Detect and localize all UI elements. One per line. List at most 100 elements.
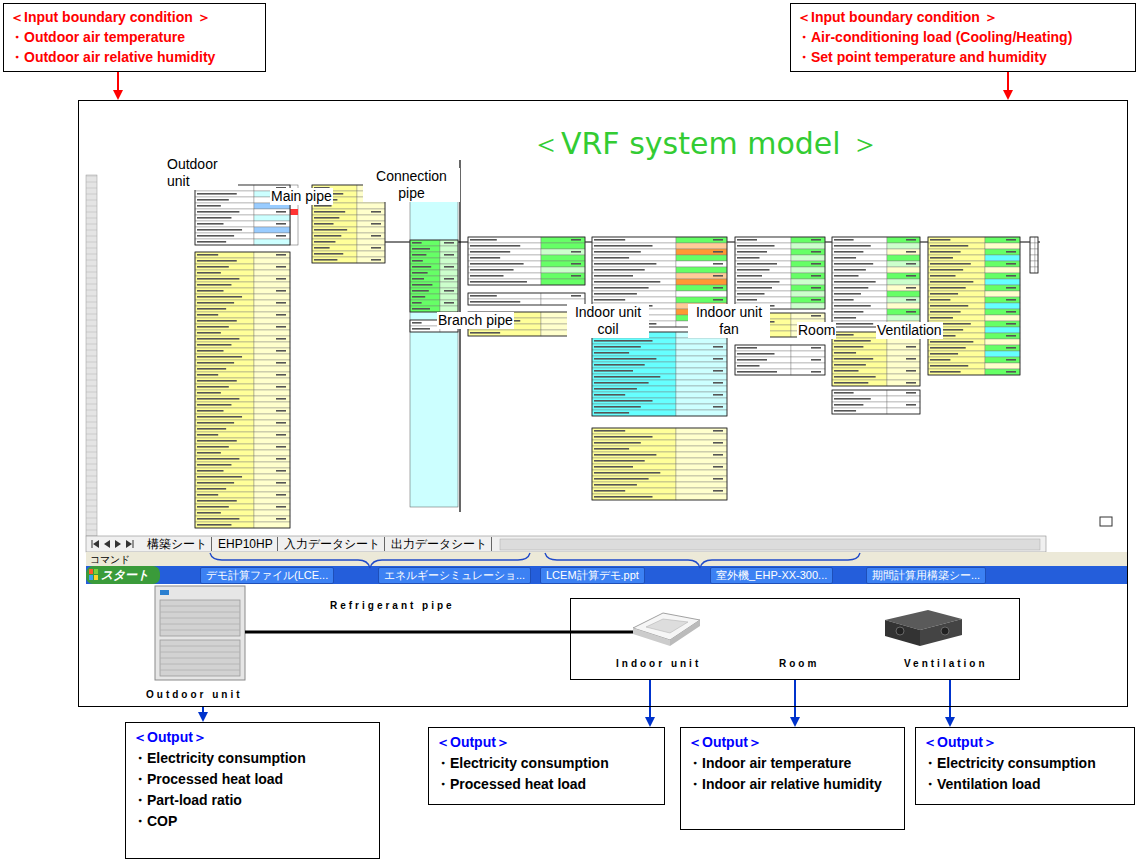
sheet-cell (928, 285, 985, 291)
sheet-cell (676, 261, 727, 267)
sheet-cell (312, 257, 357, 263)
sheet-cell-text (834, 275, 859, 277)
sheet-cell (735, 243, 791, 249)
input-condition-box: ＜Input boundary condition ＞・Outdoor air … (3, 3, 266, 72)
sheet-cell (887, 297, 920, 303)
row-header-tick (86, 194, 97, 195)
sheet-cell (1035, 243, 1038, 249)
sheet-cell-text (737, 353, 775, 355)
sheet-cell (254, 522, 290, 528)
sheet-cell-text (811, 347, 821, 349)
sheet-cell-text (594, 400, 653, 402)
sheet-cell-text (834, 293, 861, 295)
sheet-cell (195, 510, 254, 516)
sheet-table-border (592, 428, 727, 500)
sheet-cell-text (1006, 263, 1016, 265)
sheet-cell (195, 462, 254, 468)
sheet-cell (928, 369, 985, 375)
sheet-cell (887, 249, 920, 255)
sheet-cell (887, 396, 920, 402)
row-header-tick (86, 434, 97, 435)
sheet-cell-text (412, 296, 425, 298)
sheet-cell (541, 237, 585, 243)
sheet-cell-text (444, 278, 454, 280)
sheet-cell (928, 351, 985, 357)
sheet-cell-text (906, 275, 916, 277)
sheet-cell (592, 237, 676, 243)
refrigerant-pipe (245, 631, 634, 634)
sheet-cell-text (594, 364, 645, 366)
row-header-tick (86, 362, 97, 363)
sheet-cell-text (444, 242, 454, 244)
sheet-cell (592, 338, 676, 344)
sheet-cell (254, 516, 290, 522)
row-header-tick (86, 266, 97, 267)
sheet-part-label: Indoor unit fan (688, 304, 770, 338)
sheet-cell-text (197, 518, 239, 520)
sheet-cell (195, 504, 254, 510)
sheet-cell-text (276, 422, 286, 424)
sheet-cell (254, 420, 290, 426)
sheet-cell (592, 488, 676, 494)
sheet-cell (195, 342, 254, 348)
sheet-cell-text (713, 358, 723, 360)
sheet-cell-text (930, 269, 963, 271)
sheet-cell (195, 312, 254, 318)
sheet-cell (887, 356, 920, 362)
sheet-cell (887, 237, 920, 243)
sheet-cell (985, 291, 1020, 297)
sheet-cell (592, 464, 676, 470)
sheet-cell (928, 345, 985, 351)
sheet-cell (928, 339, 985, 345)
sheet-cell (676, 410, 727, 416)
sheet-cell (676, 279, 727, 285)
sheet-cell-text (197, 398, 239, 400)
command-label: コマンド (90, 553, 130, 566)
row-header-tick (86, 440, 97, 441)
sheet-cell (791, 285, 825, 291)
sheet-cell (887, 402, 920, 408)
sheet-cell (887, 390, 920, 396)
sheet-cell (592, 386, 676, 392)
row-header-tick (86, 176, 97, 177)
sheet-cell-text (197, 229, 242, 231)
sheet-cell (357, 215, 385, 221)
row-header-tick (86, 320, 97, 321)
sheet-cell (195, 282, 254, 288)
sheet-cell-text (811, 359, 821, 361)
sheet-cell (357, 209, 385, 215)
sheet-cell (312, 227, 357, 233)
sheet-table (832, 390, 920, 414)
sheet-cell-text (834, 370, 859, 372)
sheet-cell-text (412, 308, 430, 310)
row-header-tick (86, 260, 97, 261)
sheet-link-line (459, 160, 460, 512)
sheet-cell (195, 348, 254, 354)
sheet-cell (676, 243, 727, 249)
sheet-cell (195, 258, 254, 264)
sheet-cell (832, 396, 887, 402)
sheet-cell (254, 258, 290, 264)
sheet-cell-text (834, 358, 873, 360)
sheet-cell-text (571, 295, 581, 297)
bullet-item: ・Processed heat load (133, 769, 372, 790)
connector-line (794, 680, 796, 717)
sheet-cell (440, 300, 458, 306)
arrow-connector (198, 707, 208, 722)
sheet-cell (195, 516, 254, 522)
row-header-tick (86, 242, 97, 243)
sheet-cell-text (930, 281, 973, 283)
row-header-tick (86, 206, 97, 207)
sheet-cell (735, 285, 791, 291)
sheet-cell-text (444, 302, 454, 304)
sheet-cell (985, 261, 1020, 267)
box-heading: ＜Output＞ (923, 732, 1127, 753)
sheet-table-border (468, 237, 585, 285)
sheet-cell (195, 191, 254, 197)
sheet-cell (312, 209, 357, 215)
row-header-tick (86, 422, 97, 423)
sheet-cell (468, 255, 541, 261)
sheet-cell-text (834, 398, 871, 400)
row-header-tick (86, 278, 97, 279)
sheet-cell (195, 414, 254, 420)
